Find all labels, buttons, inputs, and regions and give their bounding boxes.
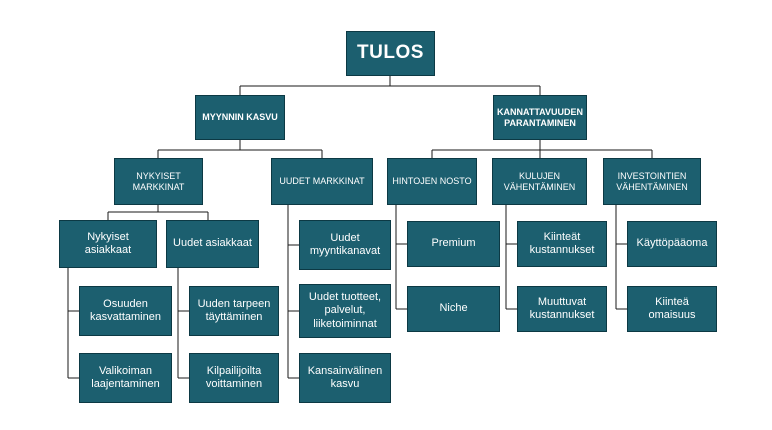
hintojen-nosto-label: HINTOJEN NOSTO xyxy=(392,176,472,187)
uudet-markkinat-label: UUDET MARKKINAT xyxy=(279,176,365,187)
uudet-asiakkaat-label: Uudet asiakkaat xyxy=(173,237,252,250)
box-myynnin-kasvu: MYYNNIN KASVU xyxy=(195,95,285,140)
leaf-valikoiman-laajentaminen: Valikoiman laajentaminen xyxy=(79,353,172,403)
leaf-muuttuvat-kustannukset: Muuttuvat kustannukset xyxy=(517,286,607,332)
leaf-label: Uudet myyntikanavat xyxy=(309,231,381,257)
leaf-label: Kiinteä omaisuus xyxy=(648,295,696,321)
kulujen-vahentaminen-label: KULUJEN VÄHENTÄMINEN xyxy=(503,170,576,192)
leaf-label: Uuden tarpeen täyttäminen xyxy=(197,297,271,323)
leaf-label: Kilpailijoilta voittaminen xyxy=(205,364,263,390)
nykyiset-asiakkaat-label: Nykyiset asiakkaat xyxy=(84,230,132,256)
leaf-label: Käyttöpääoma xyxy=(636,237,708,250)
leaf-premium: Premium xyxy=(407,221,500,267)
leaf-label: Muuttuvat kustannukset xyxy=(529,295,595,321)
box-kannattavuuden-parantaminen: KANNATTAVUUDEN PARANTAMINEN xyxy=(493,95,587,140)
leaf-kiintea-omaisuus: Kiinteä omaisuus xyxy=(627,286,717,332)
root-label: TULOS xyxy=(357,42,424,64)
leaf-niche: Niche xyxy=(407,286,500,332)
leaf-label: Valikoiman laajentaminen xyxy=(91,364,160,390)
myynnin-kasvu-label: MYYNNIN KASVU xyxy=(202,112,278,123)
leaf-uuden-tarpeen-tayttaminen: Uuden tarpeen täyttäminen xyxy=(189,286,279,336)
investointien-vahentaminen-label: INVESTOINTIEN VÄHENTÄMINEN xyxy=(616,170,688,192)
box-investointien-vahentaminen: INVESTOINTIEN VÄHENTÄMINEN xyxy=(603,158,701,205)
leaf-osuuden-kasvattaminen: Osuuden kasvattaminen xyxy=(79,286,172,336)
leaf-kansainvalinen-kasvu: Kansainvälinen kasvu xyxy=(299,353,391,403)
leaf-label: Kansainvälinen kasvu xyxy=(307,364,383,390)
leaf-kiinteat-kustannukset: Kiinteät kustannukset xyxy=(517,221,607,267)
box-nykyiset-asiakkaat: Nykyiset asiakkaat xyxy=(59,220,157,268)
nykyiset-markkinat-label: NYKYISET MARKKINAT xyxy=(132,170,185,192)
box-hintojen-nosto: HINTOJEN NOSTO xyxy=(387,158,477,205)
kannattavuuden-parantaminen-label: KANNATTAVUUDEN PARANTAMINEN xyxy=(497,106,583,128)
box-uudet-markkinat: UUDET MARKKINAT xyxy=(271,158,373,205)
box-nykyiset-markkinat: NYKYISET MARKKINAT xyxy=(114,158,203,205)
leaf-label: Osuuden kasvattaminen xyxy=(90,297,161,323)
leaf-kilpailijoilta-voittaminen: Kilpailijoilta voittaminen xyxy=(189,353,279,403)
leaf-uudet-tuotteet: Uudet tuotteet, palvelut, liiketoiminnat xyxy=(299,284,391,338)
leaf-label: Premium xyxy=(431,237,476,250)
leaf-uudet-myyntikanavat: Uudet myyntikanavat xyxy=(299,220,391,270)
box-kulujen-vahentaminen: KULUJEN VÄHENTÄMINEN xyxy=(492,158,587,205)
leaf-kayttopaaoma: Käyttöpääoma xyxy=(627,221,717,267)
root-box-tulos: TULOS xyxy=(346,31,435,76)
box-uudet-asiakkaat: Uudet asiakkaat xyxy=(166,220,259,268)
leaf-label: Niche xyxy=(439,302,468,315)
leaf-label: Uudet tuotteet, palvelut, liiketoiminnat xyxy=(308,291,382,330)
leaf-label: Kiinteät kustannukset xyxy=(529,230,595,256)
